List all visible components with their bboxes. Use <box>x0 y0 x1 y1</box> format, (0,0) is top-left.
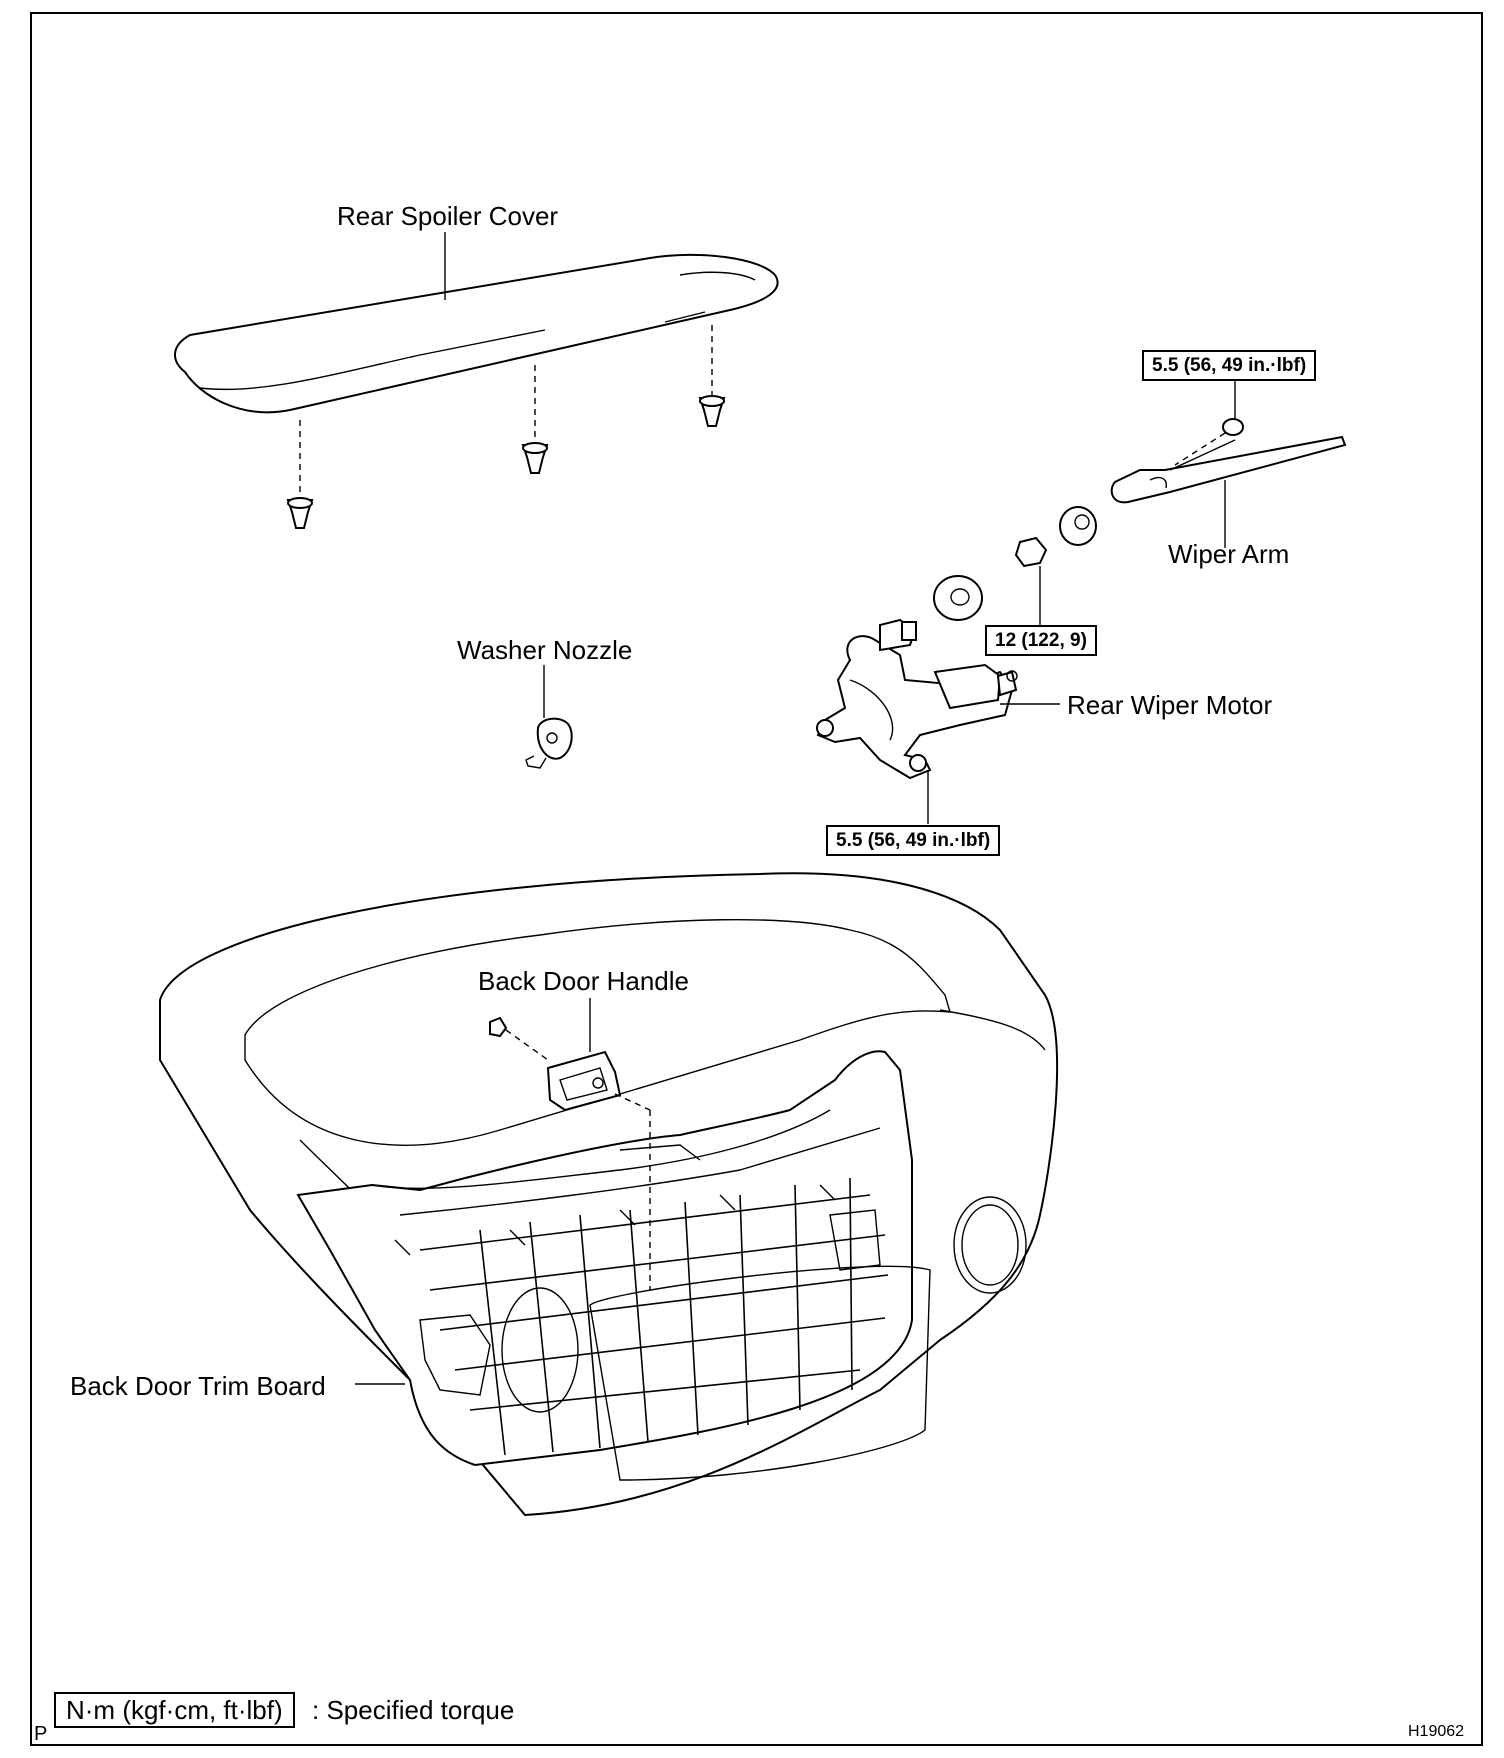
washer-nozzle-part <box>525 717 573 769</box>
torque-wiper-arm-nut: 5.5 (56, 49 in.·lbf) <box>1142 350 1317 381</box>
rear-spoiler-cover-part <box>174 253 779 414</box>
label-washer-nozzle: Washer Nozzle <box>457 635 633 665</box>
spoiler-clips <box>286 325 726 529</box>
label-rear-spoiler-cover: Rear Spoiler Cover <box>337 201 559 231</box>
label-wiper-arm: Wiper Arm <box>1168 539 1290 569</box>
back-door-handle-part <box>489 1016 651 1290</box>
wiper-arm-part <box>1110 418 1347 504</box>
figure-id: H19062 <box>1408 1723 1465 1740</box>
rear-wiper-motor-part <box>816 618 1018 780</box>
legend-description: : Specified torque <box>312 1695 515 1725</box>
wiper-hardware-parts <box>933 506 1097 621</box>
label-back-door-handle: Back Door Handle <box>478 966 689 996</box>
label-back-door-trim-board: Back Door Trim Board <box>70 1371 326 1401</box>
label-rear-wiper-motor: Rear Wiper Motor <box>1067 690 1273 720</box>
back-door-trim-board-part <box>296 1050 931 1481</box>
corner-mark: P <box>34 1723 48 1745</box>
legend-torque-unit-box: N·m (kgf·cm, ft·lbf) <box>54 1692 295 1728</box>
diagram-frame <box>30 12 1483 1746</box>
torque-motor-nut: 12 (122, 9) <box>985 625 1097 656</box>
torque-motor-bolt: 5.5 (56, 49 in.·lbf) <box>826 825 1001 856</box>
